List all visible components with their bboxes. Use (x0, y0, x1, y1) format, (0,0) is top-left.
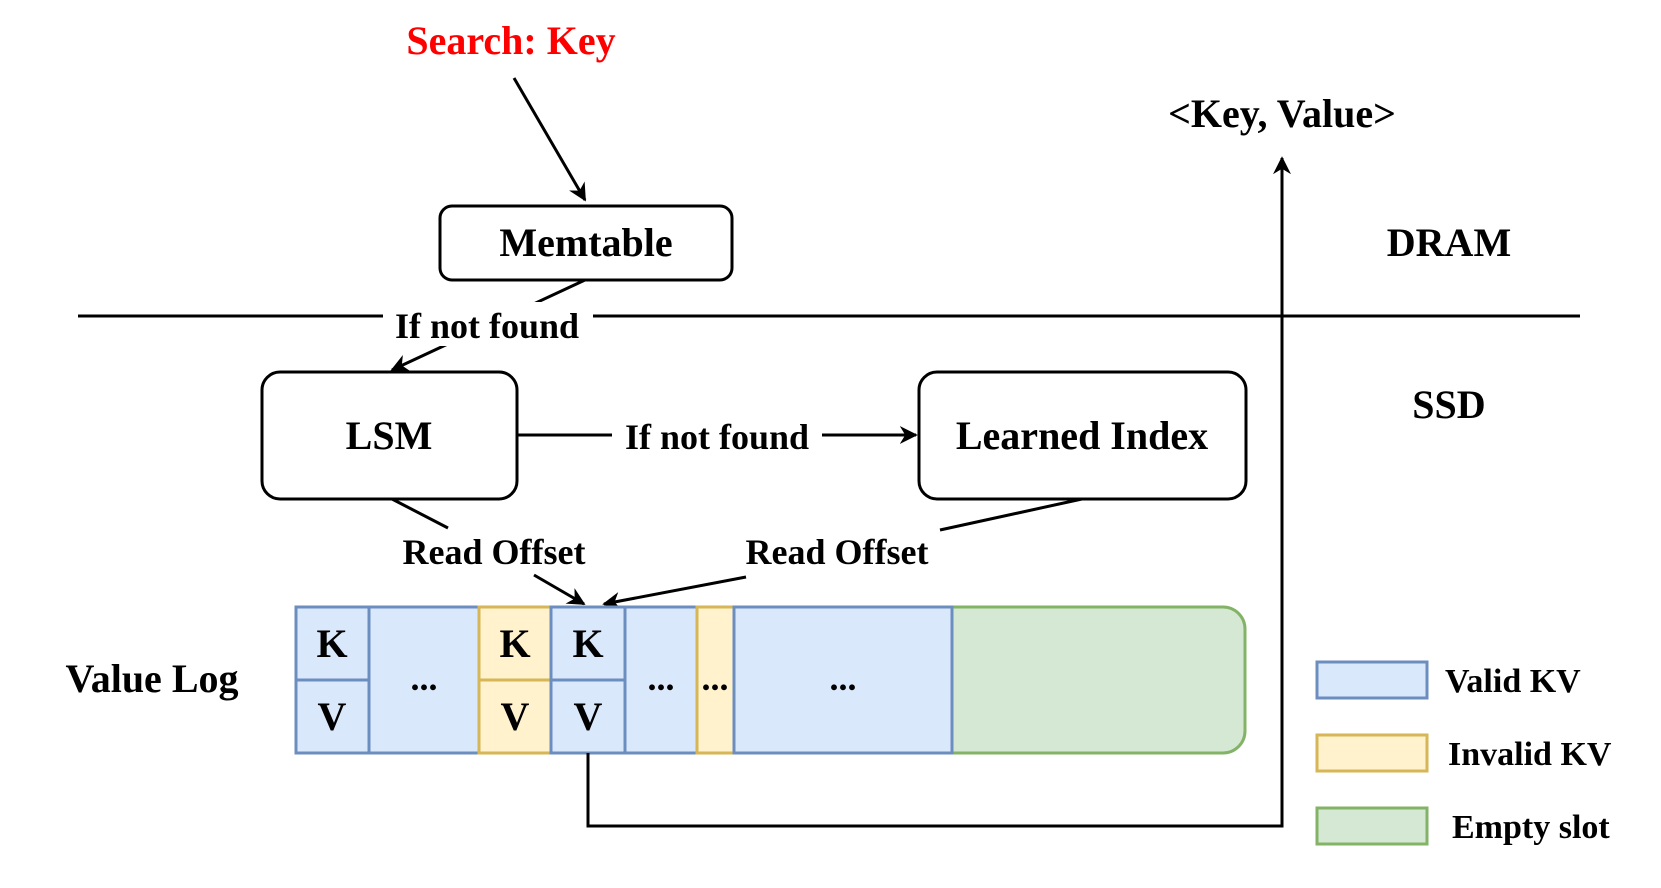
lsm-read-arrow-bottom (533, 573, 586, 606)
learned-index-label: Learned Index (956, 413, 1208, 458)
memtable-box (438, 204, 734, 282)
invalid-k-text: K (499, 621, 530, 666)
legend-invalid-swatch (1315, 733, 1429, 773)
if-not-found-bg-2 (612, 414, 822, 456)
value-log-label: Value Log (65, 656, 238, 701)
learned-read-arrow-top (939, 497, 1083, 532)
valid-block-1 (367, 605, 481, 755)
valid-v-cell-1 (294, 678, 371, 755)
legend: Valid KV Invalid KV Empty slot (1315, 660, 1612, 846)
valid-block-1-dots: ... (411, 658, 438, 698)
memtable-to-lsm-label: If not found (395, 306, 579, 346)
invalid-block-dots: ... (702, 658, 729, 698)
lsm-read-label: Read Offset (403, 532, 586, 572)
legend-empty-label: Empty slot (1452, 809, 1610, 846)
valid-block-3-dots: ... (830, 658, 857, 698)
memtable-label: Memtable (499, 220, 672, 265)
invalid-v-text: V (501, 694, 530, 739)
valid-k-cell-2 (549, 605, 627, 682)
valid-v-text-1: V (318, 694, 347, 739)
legend-valid-label: Valid KV (1445, 663, 1581, 700)
valid-block-2-dots: ... (648, 658, 675, 698)
lsm-read-arrow-top (391, 497, 449, 530)
legend-invalid-label: Invalid KV (1448, 736, 1612, 773)
learned-read-arrow-bottom (602, 575, 747, 610)
if-not-found-bg-1 (383, 302, 593, 346)
valid-v-text-2: V (574, 694, 603, 739)
valid-block-3 (732, 605, 954, 755)
legend-valid-swatch (1315, 660, 1429, 700)
search-arrow (512, 77, 587, 202)
valid-k-text-1: K (316, 621, 347, 666)
learned-read-label: Read Offset (746, 532, 929, 572)
lsm-label: LSM (346, 413, 433, 458)
result-label: <Key, Value> (1168, 91, 1396, 136)
learned-index-box (917, 370, 1248, 501)
valid-block-2 (623, 605, 699, 755)
lsm-to-learned-label: If not found (625, 417, 809, 457)
dram-label: DRAM (1387, 220, 1511, 265)
legend-empty-swatch (1315, 806, 1429, 846)
value-log: K V ... K V K V ... ... ... (294, 605, 1247, 755)
return-value-arrow (586, 156, 1291, 828)
search-label: Search: Key (406, 18, 615, 63)
invalid-k-cell (477, 605, 553, 682)
ssd-label: SSD (1412, 382, 1485, 427)
valid-k-text-2: K (572, 621, 603, 666)
